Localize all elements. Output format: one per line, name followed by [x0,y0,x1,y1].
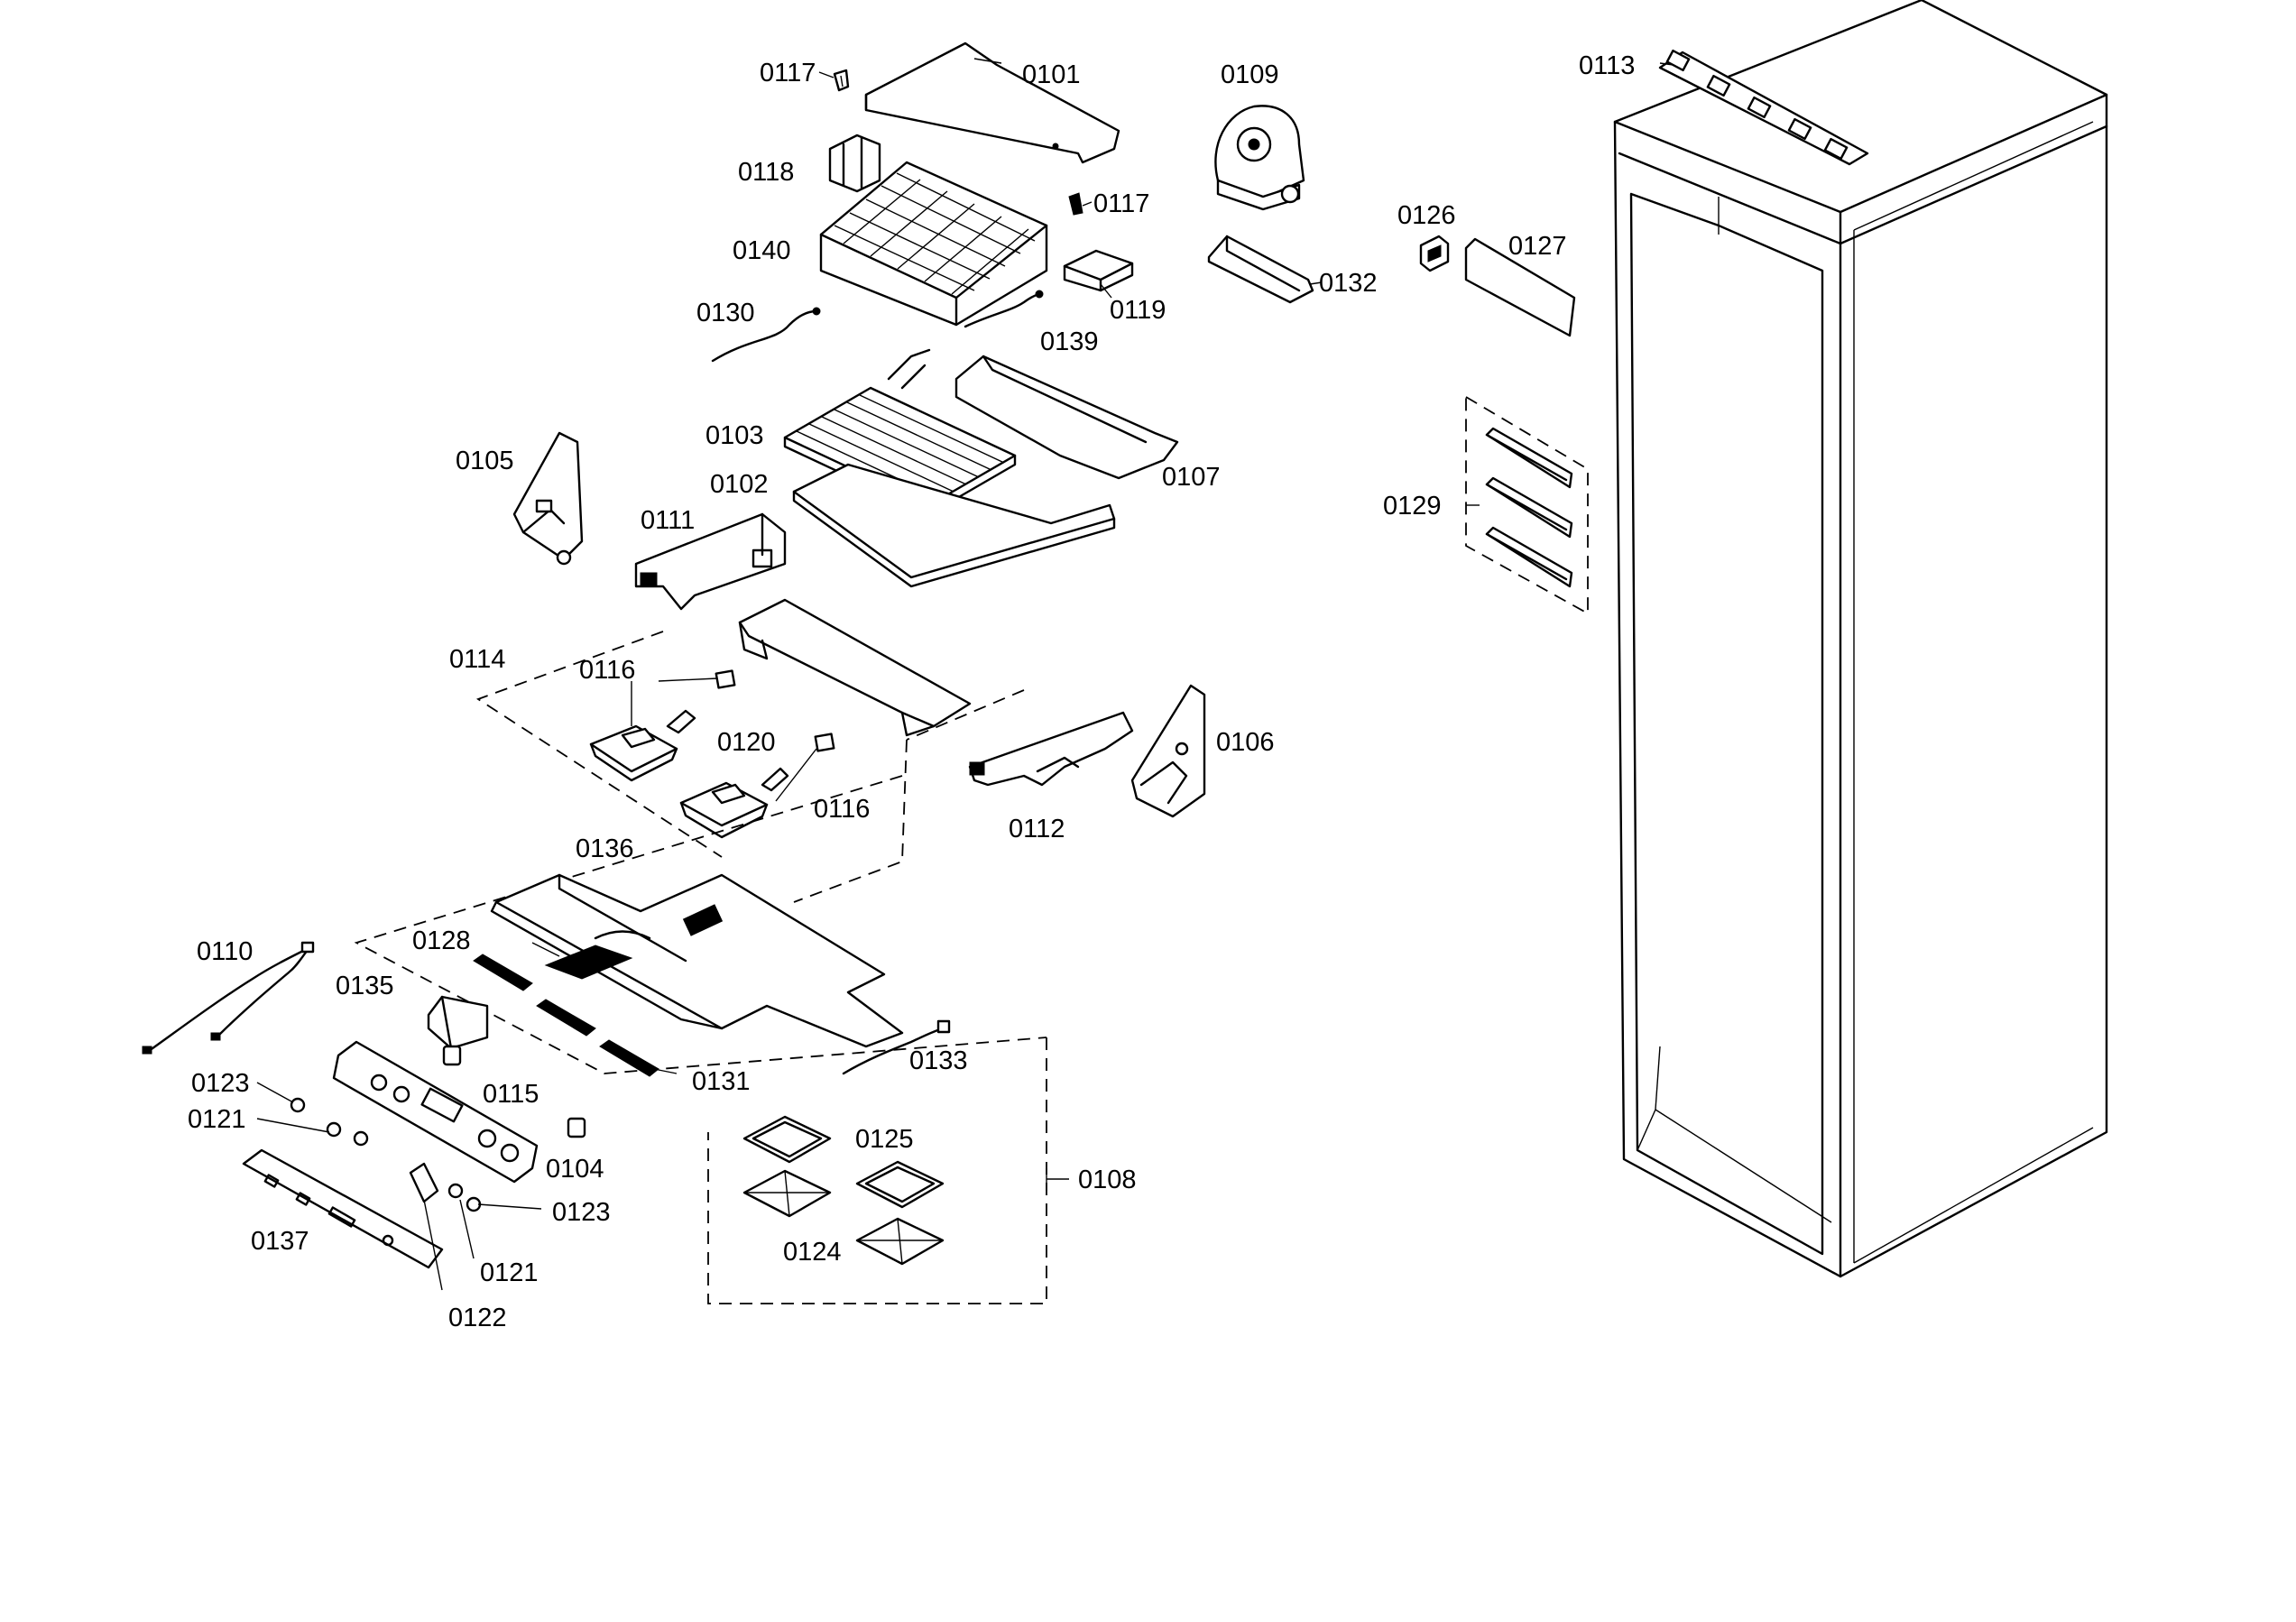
part-label-0104: 0104 [546,1155,604,1184]
part-label-0136: 0136 [576,834,634,863]
light-housing-panel [738,598,972,737]
cabinet-housing [1613,0,2108,1278]
part-label-0113: 0113 [1579,51,1635,80]
part-label-0111: 0111 [641,506,695,535]
control-knob-housing [427,995,489,1050]
part-label-0140: 0140 [733,236,791,265]
part-label-0117-lower: 0117 [1093,189,1149,218]
part-label-0135: 0135 [336,972,394,1000]
filter-pad-d [855,1217,945,1266]
display-lens-strip-a [473,954,533,991]
part-label-0139: 0139 [1040,327,1099,356]
bulb-socket-lower [814,733,835,752]
sensor-cable-right [964,290,1044,328]
fan-motor-assembly [1214,105,1305,211]
part-label-0116-lower: 0116 [814,795,870,824]
control-faceplate [242,1148,444,1269]
part-label-0115: 0115 [483,1080,539,1109]
evaporator-bracket-left [828,134,881,193]
top-cover-plate [864,41,1120,164]
sensor-cable-lower [842,1019,951,1075]
part-label-0121-upper: 0121 [188,1105,246,1134]
fan-bracket-rail [1207,235,1314,304]
push-button-e [466,1196,482,1212]
light-assembly-outline [475,631,1025,903]
part-label-0101: 0101 [1022,60,1081,89]
evaporator-bracket-right [1063,249,1134,292]
part-label-0131: 0131 [692,1067,751,1096]
part-label-0103: 0103 [705,421,764,450]
shelf-support-middle [1485,476,1573,539]
hinge-bracket-upper-left [512,431,584,566]
screw-upper [833,69,850,92]
control-housing-tray [490,873,904,1048]
push-button-b [326,1121,342,1138]
hinge-bracket-upper-right [1130,684,1206,818]
evaporator-coil [819,161,1048,327]
evaporator-base-plate [792,463,1116,588]
part-label-0121-lower: 0121 [480,1258,539,1287]
light-cover-left [589,724,678,782]
control-bracket-left [634,512,787,611]
part-label-0112: 0112 [1009,815,1065,843]
part-label-0129: 0129 [1383,492,1442,521]
filter-pad-c [855,1160,945,1209]
part-label-0128: 0128 [412,926,471,955]
part-label-0130: 0130 [696,299,755,327]
part-label-0120: 0120 [717,728,776,757]
part-label-0116-upper: 0116 [579,656,635,685]
display-lens-strip-c [599,1039,659,1077]
part-label-0132: 0132 [1319,269,1378,298]
part-label-0108: 0108 [1078,1166,1137,1194]
part-label-0124: 0124 [783,1238,842,1267]
rating-plate [1464,237,1576,337]
part-label-0122: 0122 [448,1304,507,1332]
leader-lines [256,58,1674,1291]
cabinet-top-bracket [1658,49,1869,166]
light-bulb-lower [761,767,789,792]
part-label-0118: 0118 [738,158,794,187]
shelf-support-lower [1485,526,1573,588]
shelf-support-outline [1465,396,1589,615]
screw-lower [1068,192,1083,216]
air-duct [887,348,1179,480]
bulb-socket-upper [715,669,736,689]
part-label-0125: 0125 [855,1125,914,1154]
part-label-0105: 0105 [456,447,514,475]
sensor-cable-left [711,307,821,363]
display-lens-strip-b [536,999,596,1037]
light-switch [1419,235,1450,272]
control-panel-board [332,1040,539,1184]
part-label-0106: 0106 [1216,728,1275,757]
shelf-support-upper [1485,427,1573,489]
part-label-0119: 0119 [1110,296,1166,325]
toggle-switch [409,1162,439,1203]
part-label-0133: 0133 [909,1046,968,1075]
knob-spindle-b [567,1117,586,1138]
light-cover-right [679,781,769,839]
part-label-0123-upper: 0123 [191,1069,250,1098]
filter-pad-b [742,1169,832,1218]
part-label-0126: 0126 [1397,201,1456,230]
wire-harness [142,941,315,1055]
push-button-d [447,1183,464,1199]
filter-pad-a [742,1115,832,1164]
part-label-0102: 0102 [710,470,769,499]
light-bulb-upper [666,709,696,734]
part-label-0107: 0107 [1162,463,1221,492]
push-button-c [353,1130,369,1147]
push-button-a [290,1097,306,1113]
part-label-0114: 0114 [449,645,505,674]
control-bracket-right [968,711,1134,787]
part-label-0123-lower: 0123 [552,1198,611,1227]
part-label-0117-upper: 0117 [760,59,816,88]
knob-spindle-a [442,1045,462,1066]
display-module [544,945,633,980]
part-label-0137: 0137 [251,1227,309,1256]
part-label-0109: 0109 [1221,60,1279,89]
part-label-0127: 0127 [1508,232,1567,261]
part-number-labels: 0117 0101 0109 0113 0118 0117 0126 0127 … [188,51,1635,1332]
part-label-0110: 0110 [197,937,253,966]
